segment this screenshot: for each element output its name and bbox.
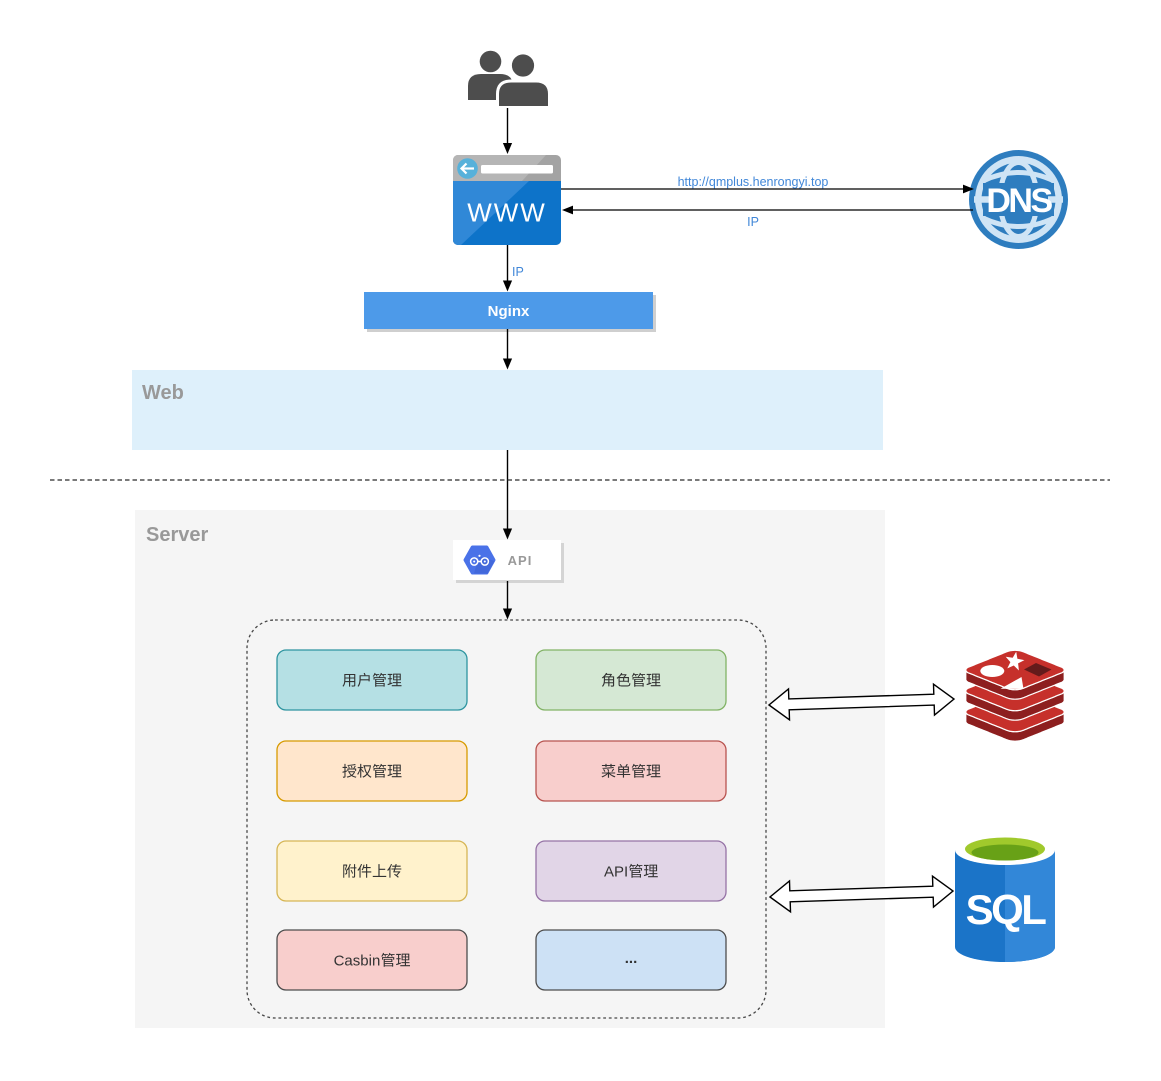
svg-text:IP: IP: [512, 265, 524, 279]
svg-text:DNS: DNS: [986, 182, 1052, 220]
svg-text:API: API: [604, 864, 628, 881]
svg-text:Web: Web: [142, 382, 184, 404]
svg-text:Casbin: Casbin: [334, 953, 381, 970]
svg-text:http://qmplus.henrongyi.top: http://qmplus.henrongyi.top: [678, 175, 829, 189]
svg-text:Server: Server: [146, 524, 208, 546]
svg-text:SQL: SQL: [966, 886, 1047, 933]
svg-text:Nginx: Nginx: [488, 303, 530, 320]
svg-text:API: API: [508, 553, 533, 568]
svg-text:...: ...: [625, 950, 638, 967]
svg-text:IP: IP: [747, 215, 759, 229]
svg-text:WWW: WWW: [467, 198, 547, 228]
